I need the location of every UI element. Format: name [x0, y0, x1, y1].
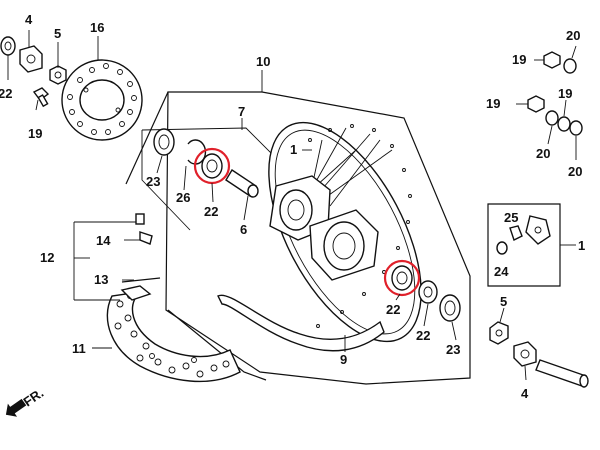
callout-23-right: 23 — [446, 342, 460, 357]
callout-26: 26 — [176, 190, 190, 205]
bolt-icon — [527, 95, 583, 136]
dust-seal-icon — [439, 294, 461, 322]
bolt-icon — [543, 51, 577, 74]
callout-13: 14 — [96, 233, 111, 248]
axle-icon — [535, 359, 589, 388]
bolt-icon — [32, 87, 50, 108]
callout-10: 11 — [72, 341, 86, 356]
callout-labels: 22 4 5 16 19 10 7 1 23 26 22 6 14 12 13 … — [0, 12, 585, 401]
callout-19-right: 19 — [558, 86, 572, 101]
callout-20-top: 20 — [566, 28, 580, 43]
circlip-icon — [187, 139, 207, 165]
sprocket-bolt-icon — [496, 215, 551, 255]
callout-23-left: 23 — [146, 174, 160, 189]
callout-6: 6 — [240, 222, 247, 237]
leader-lines — [7, 30, 577, 381]
callout-11: 12 — [40, 250, 54, 265]
collar-plate-icon — [513, 341, 537, 367]
bearing-icon — [383, 259, 421, 297]
callout-16: 19 — [28, 126, 42, 141]
callout-20-mid: 20 — [536, 146, 550, 161]
callout-22-left: 22 — [204, 204, 218, 219]
highlight-circle — [383, 259, 421, 297]
washer-icon — [0, 36, 16, 56]
distance-collar-icon — [225, 169, 259, 198]
rim-band-icon — [217, 294, 385, 352]
callout-19-mid: 19 — [486, 96, 500, 111]
brake-disc-icon — [61, 59, 143, 141]
callout-22-right-b: 22 — [416, 328, 430, 343]
tire-icon — [106, 285, 241, 383]
callout-8: 10 — [256, 54, 270, 69]
callout-22-right-a: 22 — [386, 302, 400, 317]
callout-14: 16 — [90, 20, 104, 35]
bearing-icon — [418, 280, 438, 304]
callout-20-right: 20 — [568, 164, 582, 179]
callout-1: 1 — [290, 142, 297, 157]
callout-25: 25 — [504, 210, 518, 225]
callout-5: 5 — [54, 26, 61, 41]
callout-1-right: 1 — [578, 238, 585, 253]
valve-icon — [121, 213, 161, 283]
callout-24: 24 — [494, 264, 509, 279]
callout-12: 13 — [94, 272, 108, 287]
callout-9: 9 — [340, 352, 347, 367]
nut-icon — [49, 65, 67, 85]
callout-4: 4 — [25, 12, 33, 27]
callout-21: 22 — [0, 86, 12, 101]
callout-5-right: 5 — [500, 294, 507, 309]
hub-icon — [269, 175, 379, 281]
callout-4-right: 4 — [521, 386, 529, 401]
nut-icon — [489, 321, 509, 345]
callout-7: 7 — [238, 104, 245, 119]
dust-seal-icon — [153, 128, 175, 156]
collar-plate-icon — [19, 45, 43, 73]
bearing-icon — [193, 147, 231, 185]
front-direction-arrow-icon: FR. — [5, 385, 46, 417]
callout-19-top: 19 — [512, 52, 526, 67]
